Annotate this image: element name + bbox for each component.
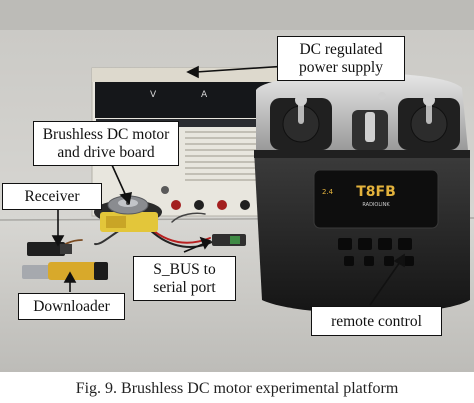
label-sbus: S_BUS to serial port <box>133 256 236 301</box>
figure-caption: Fig. 9. Brushless DC motor experimental … <box>75 380 399 397</box>
label-power-supply: DC regulated power supply <box>277 36 405 81</box>
rc-model-text: T8FB <box>356 184 396 200</box>
shelf-top <box>0 0 474 30</box>
label-downloader-text: Downloader <box>33 298 110 315</box>
annotation-arrows <box>51 65 405 306</box>
panel-a-text: A <box>201 90 208 100</box>
label-remote-control-text: remote control <box>331 313 422 330</box>
label-motor: Brushless DC motor and drive board <box>33 121 179 166</box>
label-sbus-line-1: S_BUS to <box>153 261 216 278</box>
label-downloader: Downloader <box>18 293 125 320</box>
sbus-serial-converter <box>212 234 246 246</box>
remote-control-device <box>254 73 470 314</box>
rc-system-text: RADIOLINK <box>362 202 390 208</box>
rc-channel-text: 2.4 <box>322 188 334 196</box>
label-power-supply-line-2: power supply <box>299 59 383 76</box>
label-receiver: Receiver <box>2 183 102 210</box>
power-supply <box>91 67 283 217</box>
label-remote-control: remote control <box>311 306 442 336</box>
panel-v-text: V <box>150 90 157 100</box>
label-motor-line-1: Brushless DC motor <box>42 126 170 143</box>
label-receiver-text: Receiver <box>24 188 80 205</box>
experimental-platform-photo: V A <box>0 0 474 372</box>
receiver <box>27 242 72 256</box>
downloader <box>22 262 108 280</box>
label-motor-line-2: and drive board <box>57 144 155 161</box>
label-power-supply-line-1: DC regulated <box>299 41 383 58</box>
label-sbus-line-2: serial port <box>153 279 216 296</box>
